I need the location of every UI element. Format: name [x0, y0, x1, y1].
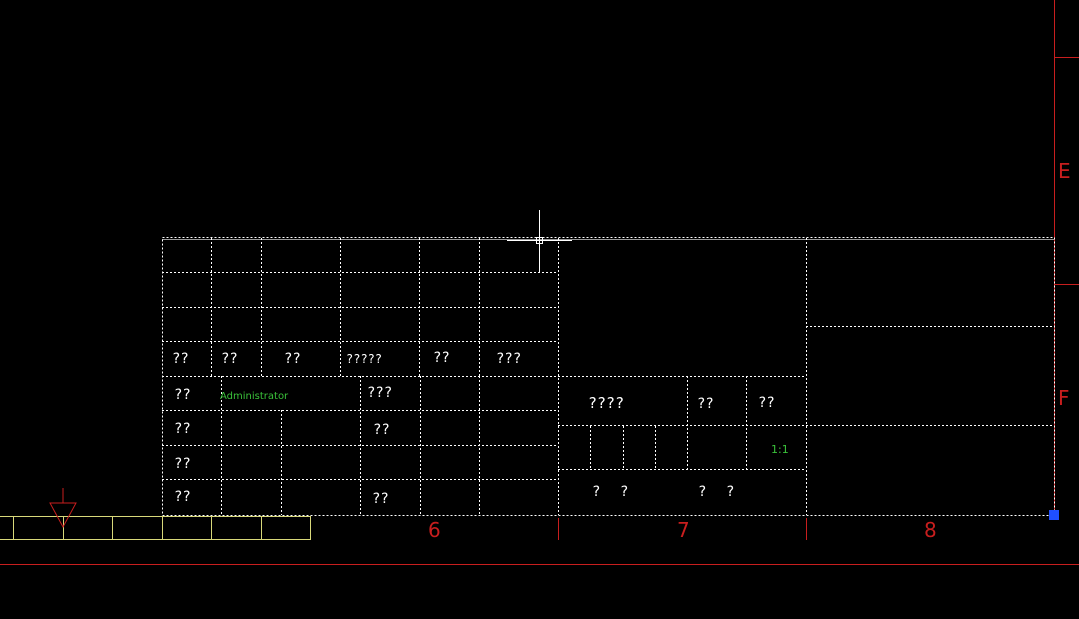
- ruler-col-label-6: 6: [428, 518, 441, 542]
- ruler-col-label-8: 8: [924, 518, 937, 542]
- label-row-cell-1: ??: [172, 351, 189, 367]
- sheet-label-2: ??: [758, 395, 775, 411]
- left-label-1: ??: [174, 387, 191, 403]
- bottom-label-4: ?: [726, 484, 734, 500]
- left-label-3: ??: [174, 456, 191, 472]
- left-label-4: ??: [174, 489, 191, 505]
- ruler-row-label-e: E: [1058, 159, 1071, 183]
- bottom-label-3: ?: [698, 484, 706, 500]
- sheet-label-1: ??: [697, 396, 714, 412]
- label-row-cell-4: ?????: [346, 352, 382, 366]
- yellow-strip: [0, 516, 311, 540]
- bottom-label-1: ?: [592, 484, 600, 500]
- scale-value: 1:1: [771, 443, 789, 456]
- label-row-cell-2: ??: [221, 351, 238, 367]
- drawing-name-label: ????: [588, 394, 624, 412]
- title-block[interactable]: [162, 237, 1055, 516]
- mid-label-3: ??: [372, 491, 389, 507]
- mid-label-2: ??: [373, 422, 390, 438]
- grip-handle-icon[interactable]: [1049, 510, 1059, 520]
- bottom-label-2: ?: [620, 484, 628, 500]
- label-row-cell-6: ???: [496, 351, 521, 367]
- signature-text: Administrator: [220, 391, 289, 402]
- label-row-cell-3: ??: [284, 351, 301, 367]
- ruler-col-label-7: 7: [677, 518, 690, 542]
- crosshair-cursor-icon: [507, 210, 572, 272]
- label-row-cell-5: ??: [433, 350, 450, 366]
- left-label-2: ??: [174, 421, 191, 437]
- mid-label-1: ???: [367, 385, 392, 401]
- red-triangle-marker-icon: [49, 488, 77, 529]
- ruler-row-label-f: F: [1058, 386, 1070, 410]
